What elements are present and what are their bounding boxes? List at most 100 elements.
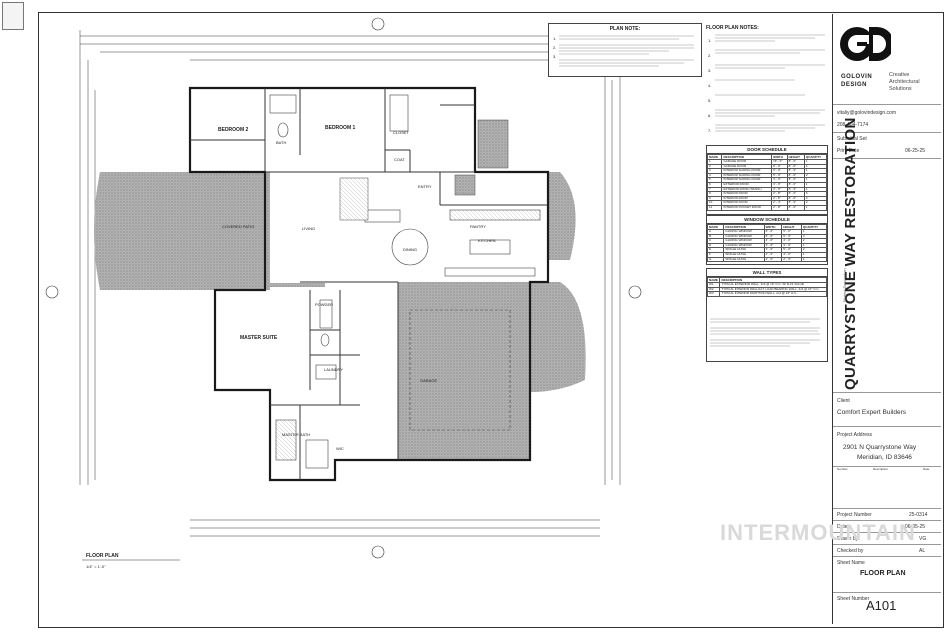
wall-types-cell: TYPICAL INTERIOR PARTITION WALL, 2x4 @ 2… [719, 291, 827, 297]
drawing-scale: 1/4" = 1'-0" [86, 564, 106, 569]
print-date-value: 06-25-25 [905, 148, 926, 154]
sheet-name-label: Sheet Name [837, 560, 865, 566]
date-label: Date [837, 524, 848, 530]
print-date-label: Print Date [837, 148, 860, 154]
project-number-value: 25-0314 [909, 512, 928, 518]
plan-notes-title: PLAN NOTE: [609, 26, 641, 32]
site-hatch [94, 172, 586, 460]
door-schedule-cell: 11 [706, 204, 723, 211]
submittal-set: Submittal Set [837, 136, 867, 142]
title-block: GOLOVIN DESIGN Creative Architectural So… [832, 14, 941, 624]
brand-name-line1: GOLOVIN [841, 74, 873, 80]
address-line1: 2901 N Quarrystone Way [843, 444, 917, 451]
window-schedule-column-header: QUANTITY [800, 224, 828, 230]
plan-notes: PLAN NOTE: 1. 2. 3. [548, 23, 702, 77]
floor-plan-notes-title: FLOOR PLAN NOTES: [706, 25, 759, 31]
window-schedule-title: WINDOW SCHEDULE [707, 216, 827, 224]
room-label-bath: BATH [276, 140, 287, 145]
door-schedule-column-header: QUANTITY [803, 154, 828, 160]
project-description-label: Project Description [842, 268, 847, 302]
project-address-label: Project Address [837, 432, 873, 438]
revision-number-label: Number [837, 467, 848, 471]
sheet-thumbnail [2, 2, 24, 30]
room-label-powder: POWDER [315, 302, 333, 307]
contact-phone: 208-404-7174 [837, 122, 869, 128]
window-schedule-cell: 2' - 0" [763, 256, 783, 263]
floor-note-5: 5. [708, 98, 712, 103]
wall-types-column-header: NAME [706, 277, 721, 283]
plan-note-2: 2. [553, 45, 557, 50]
window-schedule-cell: G [706, 256, 725, 263]
sheet-name-value: FLOOR PLAN [860, 570, 906, 577]
door-schedule-cell: INTERIOR POCKET DOOR [721, 204, 773, 211]
floor-note-7: 7. [708, 128, 712, 133]
door-schedule-cell: 8' - 0" [786, 204, 805, 211]
room-label-master-suite: MASTER SUITE [240, 335, 278, 341]
interior-walls [190, 88, 548, 480]
room-label-pantry: PANTRY [470, 224, 486, 229]
drawn-by-value: VG [919, 536, 927, 542]
room-label-closet: CLOSET [393, 130, 410, 135]
room-label-covered-patio: COVERED PATIO [222, 224, 255, 229]
door-schedule-title: DOOR SCHEDULE [707, 146, 827, 154]
section-markers [45, 17, 642, 559]
address-line2: Meridian, ID 83646 [857, 454, 912, 461]
floor-note-6: 6. [708, 113, 712, 118]
floor-plan-notes: FLOOR PLAN NOTES: 1. 2. 3. 4. 5. 6. 7. [706, 23, 830, 143]
drawing-title: FLOOR PLAN [86, 553, 119, 559]
tagline-1: Creative [889, 72, 910, 78]
wall-types-title: WALL TYPES [707, 269, 827, 277]
drawing-frame [38, 12, 944, 628]
room-label-kitchen: KITCHEN [478, 238, 496, 243]
sheet-number-label: Sheet Number [837, 596, 870, 602]
room-label-bedroom1: BEDROOM 1 [325, 125, 356, 131]
wall-types-column-header: DESCRIPTION [719, 277, 827, 283]
fixtures [269, 94, 541, 469]
room-label-garage: GARAGE [420, 378, 438, 383]
floor-note-1: 1. [708, 38, 712, 43]
room-label-laundry: LAUNDRY [324, 367, 344, 372]
door-schedule-cell: 2' - 8" [771, 204, 788, 211]
checked-by-label: Checked by [837, 548, 864, 554]
sheet-number-value: A101 [866, 598, 897, 613]
client-label: Client [837, 398, 850, 404]
date-value: 06-05-25 [905, 524, 926, 530]
brand-name-line2: DESIGN [841, 82, 868, 88]
door-schedule-column-header: HEIGHT [786, 154, 805, 160]
room-label-master-bath: MASTER BATH [282, 432, 311, 437]
checked-by-value: AL [919, 548, 926, 554]
plan-note-1: 1. [553, 36, 557, 41]
floor-note-2: 2. [708, 53, 712, 58]
golovin-logo-icon [840, 27, 891, 61]
watermark: INTERMOUNTAIN [720, 520, 916, 545]
window-schedule-cell: SINGLE HUNG [723, 256, 765, 263]
project-title: QUARRYSTONE WAY RESTORATION [842, 117, 859, 390]
wall-types-cell: W3 [706, 291, 721, 297]
room-label-entry: ENTRY [418, 184, 432, 189]
window-schedule-column-header: MARK [706, 224, 725, 230]
drawn-by-label: Drawn by [837, 536, 859, 542]
tagline-3: Solutions [889, 86, 912, 92]
door-schedule-column-header: WIDTH [771, 154, 788, 160]
window-schedule-cell: 1 [800, 256, 828, 263]
dimension-lines [79, 30, 621, 537]
client-value: Comfort Expert Builders [837, 409, 906, 416]
room-label-bedroom2: BEDROOM 2 [218, 127, 249, 133]
revision-description-label: Description [873, 467, 889, 471]
floor-note-3: 3. [708, 68, 712, 73]
revision-date-label: Date [923, 467, 930, 471]
room-label-living: LIVING [302, 226, 316, 231]
